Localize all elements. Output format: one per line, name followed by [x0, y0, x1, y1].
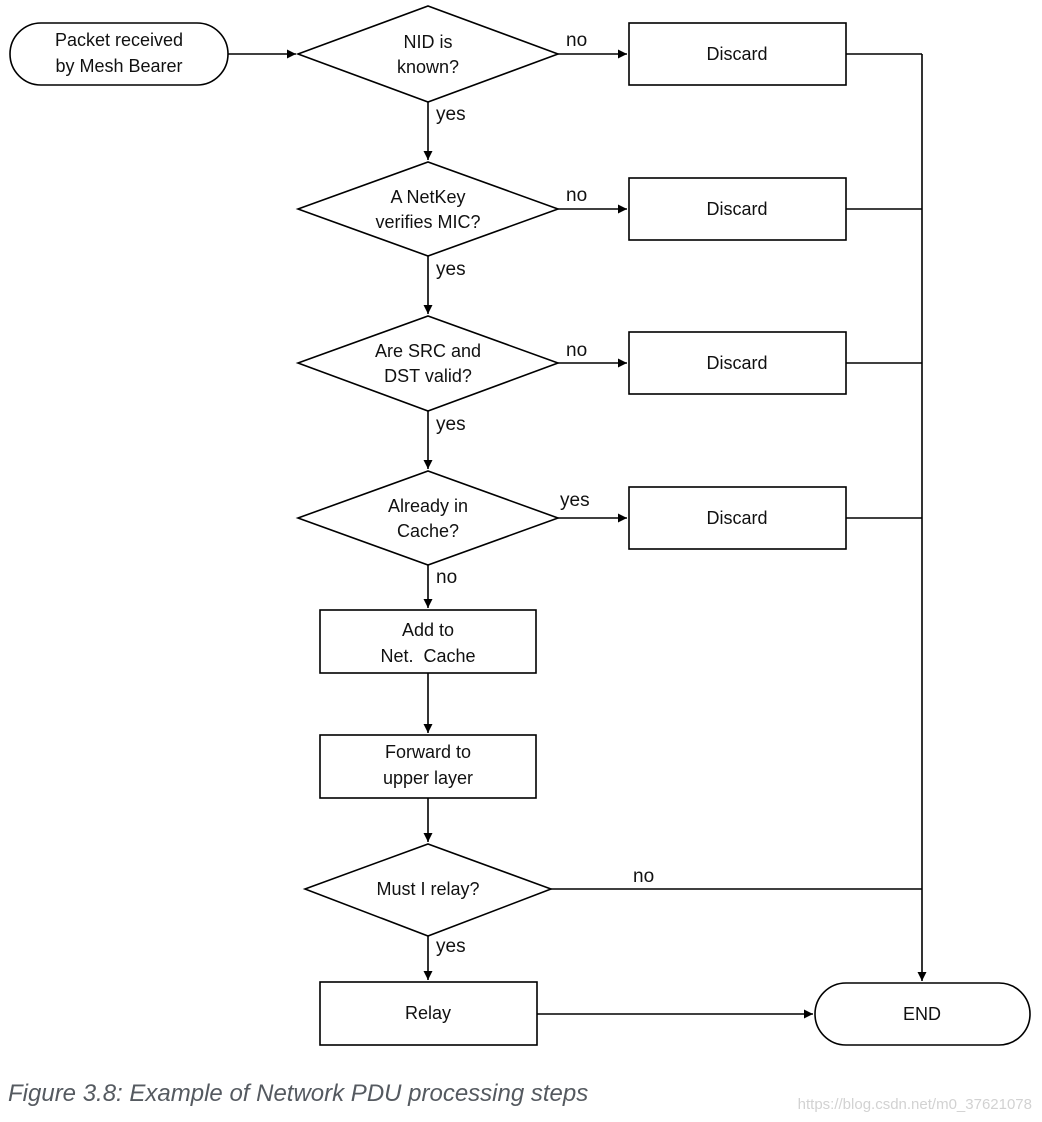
- edge-label-cache-no: no: [436, 567, 457, 588]
- edge-label-cache-yes: yes: [560, 490, 590, 511]
- decision-nid-line2: known?: [397, 57, 459, 77]
- forward-line2: upper layer: [383, 768, 473, 788]
- edge-label-srcdst-yes: yes: [436, 414, 466, 435]
- flowchart: Packet received by Mesh Bearer NID is kn…: [9, 5, 1031, 1046]
- forward-line1: Forward to: [385, 742, 471, 762]
- decision-cache-line1: Already in: [388, 496, 468, 516]
- decision-srcdst-line1: Are SRC and: [375, 341, 481, 361]
- decision-nid-known: NID is known?: [295, 5, 561, 103]
- end-label: END: [903, 1004, 941, 1024]
- process-relay: Relay: [319, 981, 538, 1046]
- discard-label-3: Discard: [706, 353, 767, 373]
- process-forward-upper-layer: Forward to upper layer: [319, 734, 537, 799]
- edge-label-nid-yes: yes: [436, 104, 466, 125]
- decision-cache-line2: Cache?: [397, 521, 459, 541]
- decision-must-relay: Must I relay?: [302, 843, 554, 937]
- decision-netkey-line1: A NetKey: [390, 187, 465, 207]
- add-cache-line2: Net. Cache: [380, 646, 475, 666]
- start-terminal: Packet received by Mesh Bearer: [9, 22, 229, 86]
- decision-nid-line1: NID is: [404, 32, 453, 52]
- decision-relay-label: Must I relay?: [376, 879, 479, 899]
- figure-caption: Figure 3.8: Example of Network PDU proce…: [8, 1080, 589, 1107]
- edge-label-relay-no: no: [633, 866, 654, 887]
- edge-label-netkey-no: no: [566, 185, 587, 206]
- discard-box-3: Discard: [628, 331, 847, 395]
- discard-label-1: Discard: [706, 44, 767, 64]
- start-label-line1: Packet received: [55, 30, 183, 50]
- discard-box-4: Discard: [628, 486, 847, 550]
- discard-label-4: Discard: [706, 508, 767, 528]
- process-add-to-cache: Add to Net. Cache: [319, 609, 537, 674]
- decision-netkey: A NetKey verifies MIC?: [295, 161, 561, 257]
- discard-box-2: Discard: [628, 177, 847, 241]
- decision-netkey-line2: verifies MIC?: [375, 212, 480, 232]
- edge-label-netkey-yes: yes: [436, 259, 466, 280]
- edge-label-nid-no: no: [566, 30, 587, 51]
- decision-srcdst-line2: DST valid?: [384, 366, 472, 386]
- decision-cache: Already in Cache?: [295, 470, 561, 566]
- discard-label-2: Discard: [706, 199, 767, 219]
- decision-src-dst: Are SRC and DST valid?: [295, 315, 561, 412]
- add-cache-line1: Add to: [402, 620, 454, 640]
- connectors: [228, 49, 927, 1019]
- end-terminal: END: [814, 982, 1031, 1046]
- relay-label: Relay: [405, 1003, 451, 1023]
- edge-label-relay-yes: yes: [436, 936, 466, 957]
- start-label-line2: by Mesh Bearer: [55, 56, 182, 76]
- watermark: https://blog.csdn.net/m0_37621078: [797, 1096, 1032, 1113]
- edge-label-srcdst-no: no: [566, 340, 587, 361]
- discard-box-1: Discard: [628, 22, 847, 86]
